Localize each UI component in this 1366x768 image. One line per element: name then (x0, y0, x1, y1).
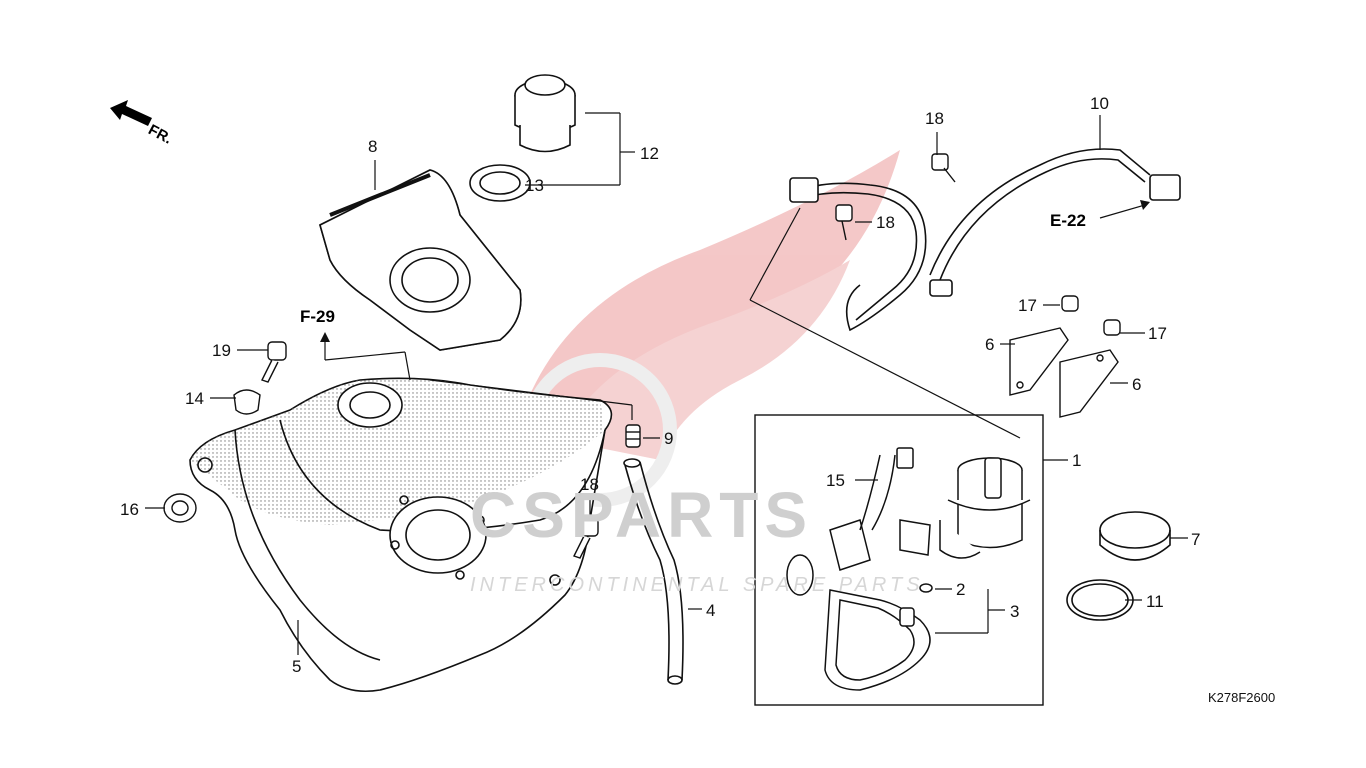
wire-harness-drawing (789, 148, 1181, 332)
callout-19: 19 (212, 341, 231, 360)
callout-18-tank: 18 (580, 475, 599, 494)
fasteners-drawing (163, 153, 1121, 559)
front-direction-arrow-icon (110, 100, 152, 126)
callout-5: 5 (292, 657, 302, 676)
reference-f29: F-29 (300, 307, 335, 326)
f29-arrow-icon (320, 332, 330, 342)
fuel-pump-assembly-box (754, 414, 1044, 706)
callout-13: 13 (525, 176, 544, 195)
callout-8: 8 (368, 137, 378, 156)
callout-14: 14 (185, 389, 204, 408)
callout-15: 15 (826, 471, 845, 490)
callout-1: 1 (1072, 451, 1082, 470)
callout-18-harness-top: 18 (925, 109, 944, 128)
callout-7: 7 (1191, 530, 1201, 549)
callout-6-right: 6 (1132, 375, 1142, 394)
callout-6-left: 6 (985, 335, 995, 354)
callout-17-left: 17 (1018, 296, 1037, 315)
fuel-tank-drawing (189, 377, 613, 693)
clip-drawing (625, 424, 641, 448)
callout-3: 3 (1010, 602, 1020, 621)
diagram-code: K278F2600 (1208, 690, 1276, 705)
brackets-drawing (1009, 327, 1119, 418)
callout-10: 10 (1090, 94, 1109, 113)
leader-lines (145, 112, 1188, 655)
callout-16: 16 (120, 500, 139, 519)
reference-e22: E-22 (1050, 211, 1086, 230)
watermark-tagline: INTERCONTINENTAL SPARE PARTS (470, 574, 924, 596)
callout-2: 2 (956, 580, 966, 599)
callout-4: 4 (706, 601, 716, 620)
callout-9: 9 (664, 429, 674, 448)
callout-11: 11 (1146, 592, 1164, 611)
filler-tray-drawing (319, 169, 522, 351)
callout-12: 12 (640, 144, 659, 163)
e22-arrow-icon (1140, 200, 1150, 210)
fuel-pump-drawing (786, 447, 1031, 691)
fuel-cap-drawing (469, 74, 576, 202)
callout-18-harness-mid: 18 (876, 213, 895, 232)
watermark-brand: CSPARTS (470, 479, 814, 551)
breather-hose-drawing (623, 458, 684, 685)
callout-17-right: 17 (1148, 324, 1167, 343)
